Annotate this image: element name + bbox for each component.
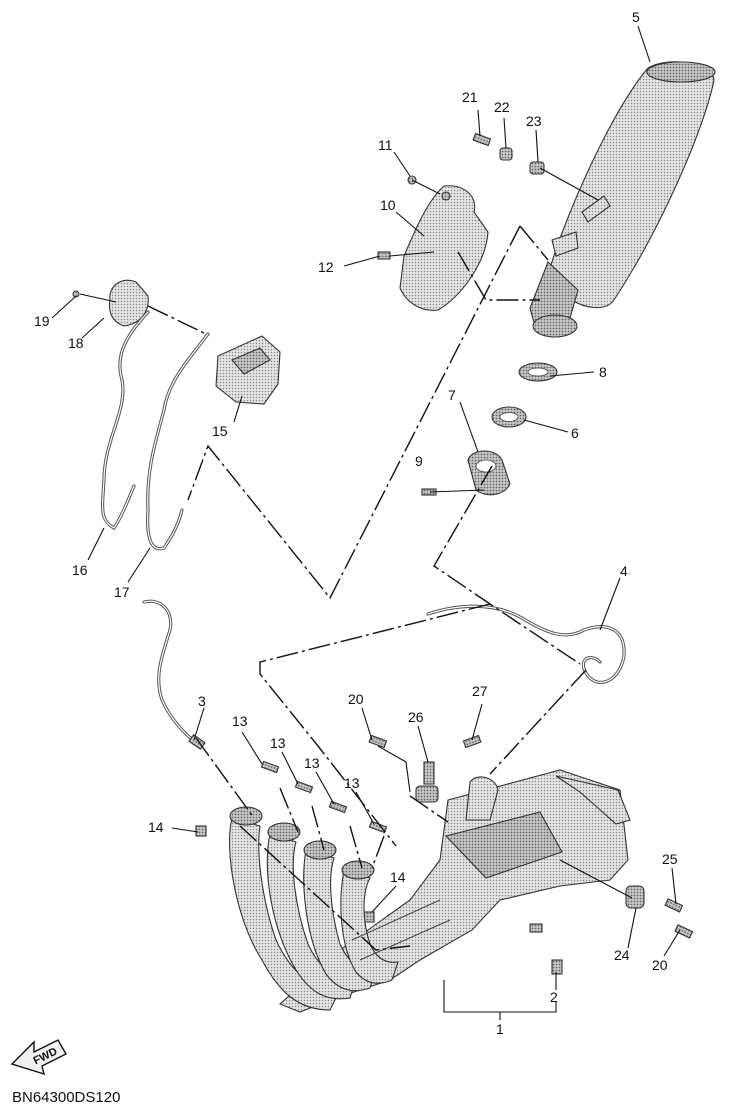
gasket-part — [518, 362, 558, 382]
sensor-wire-part — [100, 310, 150, 531]
sensor-wire-part — [146, 332, 210, 551]
callout-4: 4 — [620, 563, 628, 579]
callout-12: 12 — [318, 259, 334, 275]
routing-lines — [147, 225, 587, 951]
callout-18: 18 — [68, 335, 84, 351]
seal-part — [491, 406, 527, 428]
callout-2: 2 — [550, 989, 558, 1005]
callout-27: 27 — [472, 683, 488, 699]
leader-lines — [51, 25, 681, 1020]
heat-protector-part — [399, 185, 489, 311]
callout-9: 9 — [415, 453, 423, 469]
callout-13a: 13 — [232, 713, 248, 729]
bolt-part — [72, 132, 694, 975]
callout-19: 19 — [34, 313, 50, 329]
callout-7: 7 — [448, 387, 456, 403]
oxygen-sensor-part — [426, 604, 626, 684]
callout-3: 3 — [198, 693, 206, 709]
callout-14a: 14 — [148, 819, 164, 835]
callout-21: 21 — [462, 89, 478, 105]
oxygen-sensor-part — [142, 599, 206, 751]
clamp-part — [467, 450, 511, 496]
header-pipes-part — [229, 806, 451, 1011]
callout-labels: 1 2 3 4 5 6 7 8 9 10 11 12 13 13 13 13 1… — [34, 9, 678, 1037]
callout-20b: 20 — [652, 957, 668, 973]
callout-6: 6 — [571, 425, 579, 441]
callout-13b: 13 — [270, 735, 286, 751]
callout-20a: 20 — [348, 691, 364, 707]
callout-8: 8 — [599, 364, 607, 380]
callout-16: 16 — [72, 562, 88, 578]
callout-24: 24 — [614, 947, 630, 963]
callout-25: 25 — [662, 851, 678, 867]
callout-23: 23 — [526, 113, 542, 129]
callout-26: 26 — [408, 709, 424, 725]
control-unit-part — [215, 335, 281, 405]
callout-11: 11 — [378, 137, 393, 153]
fwd-arrow-icon: FWD — [10, 1039, 67, 1076]
callout-13c: 13 — [304, 755, 320, 771]
callout-14b: 14 — [390, 869, 406, 885]
callout-22: 22 — [494, 99, 510, 115]
callout-15: 15 — [212, 423, 228, 439]
callout-10: 10 — [380, 197, 396, 213]
callout-13d: 13 — [344, 775, 360, 791]
muffler-part — [529, 61, 716, 338]
callout-1: 1 — [496, 1021, 504, 1037]
callout-17: 17 — [114, 584, 130, 600]
drawing-code: BN64300DS120 — [12, 1089, 120, 1106]
callout-5: 5 — [632, 9, 640, 25]
